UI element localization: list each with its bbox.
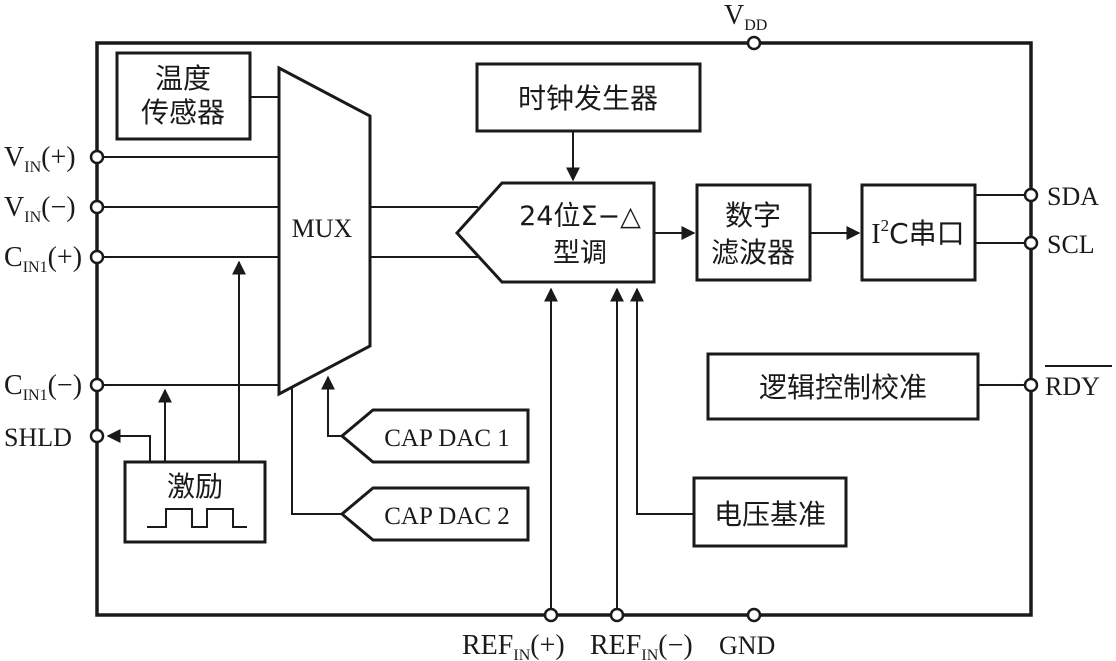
chip-outline (95, 41, 1033, 617)
cap-dac1-label: CAP DAC 1 (384, 425, 510, 452)
adc-label-2: 型调 (553, 238, 607, 269)
clock-generator-block (475, 62, 702, 133)
vdd-label: VDD (724, 0, 767, 34)
vin-pos-label: VIN(+) (4, 142, 76, 176)
pin-cin-pos (89, 249, 105, 265)
temp-sensor-label-2: 传感器 (141, 96, 225, 129)
i2c-block (860, 183, 977, 282)
pin-vdd (746, 35, 762, 51)
temp-sensor-block (115, 51, 252, 141)
digital-filter-block (695, 183, 812, 282)
voltage-reference-label: 电压基准 (714, 498, 826, 531)
cin-neg-label: CIN1(−) (4, 370, 82, 404)
pin-shld (89, 428, 105, 444)
pin-ref-pos (543, 607, 559, 623)
voltage-reference-block (692, 476, 848, 548)
rdy-label: RDY (1045, 372, 1100, 401)
filter-label-2: 滤波器 (711, 236, 795, 269)
cin-pos-label: CIN1(+) (4, 242, 82, 276)
pin-rdy (1023, 377, 1039, 393)
pin-cin-neg (89, 377, 105, 393)
excitation-label: 激励 (167, 470, 223, 503)
filter-label-1: 数字 (725, 199, 781, 232)
cap-dac2-block (339, 486, 530, 542)
sigma-delta-adc-block (454, 181, 656, 284)
i2c-label: I2C串口 (871, 216, 964, 250)
logic-control-block (706, 352, 980, 421)
cap-dac2-label: CAP DAC 2 (384, 503, 510, 530)
wire-dac2-mux (285, 370, 342, 515)
wire-vref-adc (630, 287, 694, 515)
ref-pos-label: REFIN(+) (462, 630, 565, 661)
pin-sda (1023, 187, 1039, 203)
sda-label: SDA (1047, 182, 1099, 211)
vin-neg-label: VIN(−) (4, 192, 76, 226)
shld-label: SHLD (4, 423, 72, 452)
gnd-label: GND (719, 631, 775, 660)
pin-scl (1023, 235, 1039, 251)
mux-block (277, 65, 372, 397)
scl-label: SCL (1047, 230, 1095, 259)
ref-neg-label: REFIN(−) (590, 630, 693, 661)
temp-sensor-label-1: 温度 (155, 62, 211, 95)
pin-vin-neg (89, 199, 105, 215)
pin-gnd (746, 607, 762, 623)
excitation-block (123, 460, 267, 544)
logic-control-label: 逻辑控制校准 (759, 371, 927, 404)
clock-generator-label: 时钟发生器 (518, 82, 658, 115)
adc-label-1: 24位Σ−△ (519, 201, 641, 232)
cap-dac1-block (339, 408, 530, 464)
pin-ref-neg (609, 607, 625, 623)
mux-label: MUX (292, 214, 353, 243)
pin-vin-pos (89, 149, 105, 165)
wire-exc-shld (106, 429, 151, 462)
wire-dac1-mux (321, 375, 342, 437)
square-wave-icon (147, 508, 247, 528)
